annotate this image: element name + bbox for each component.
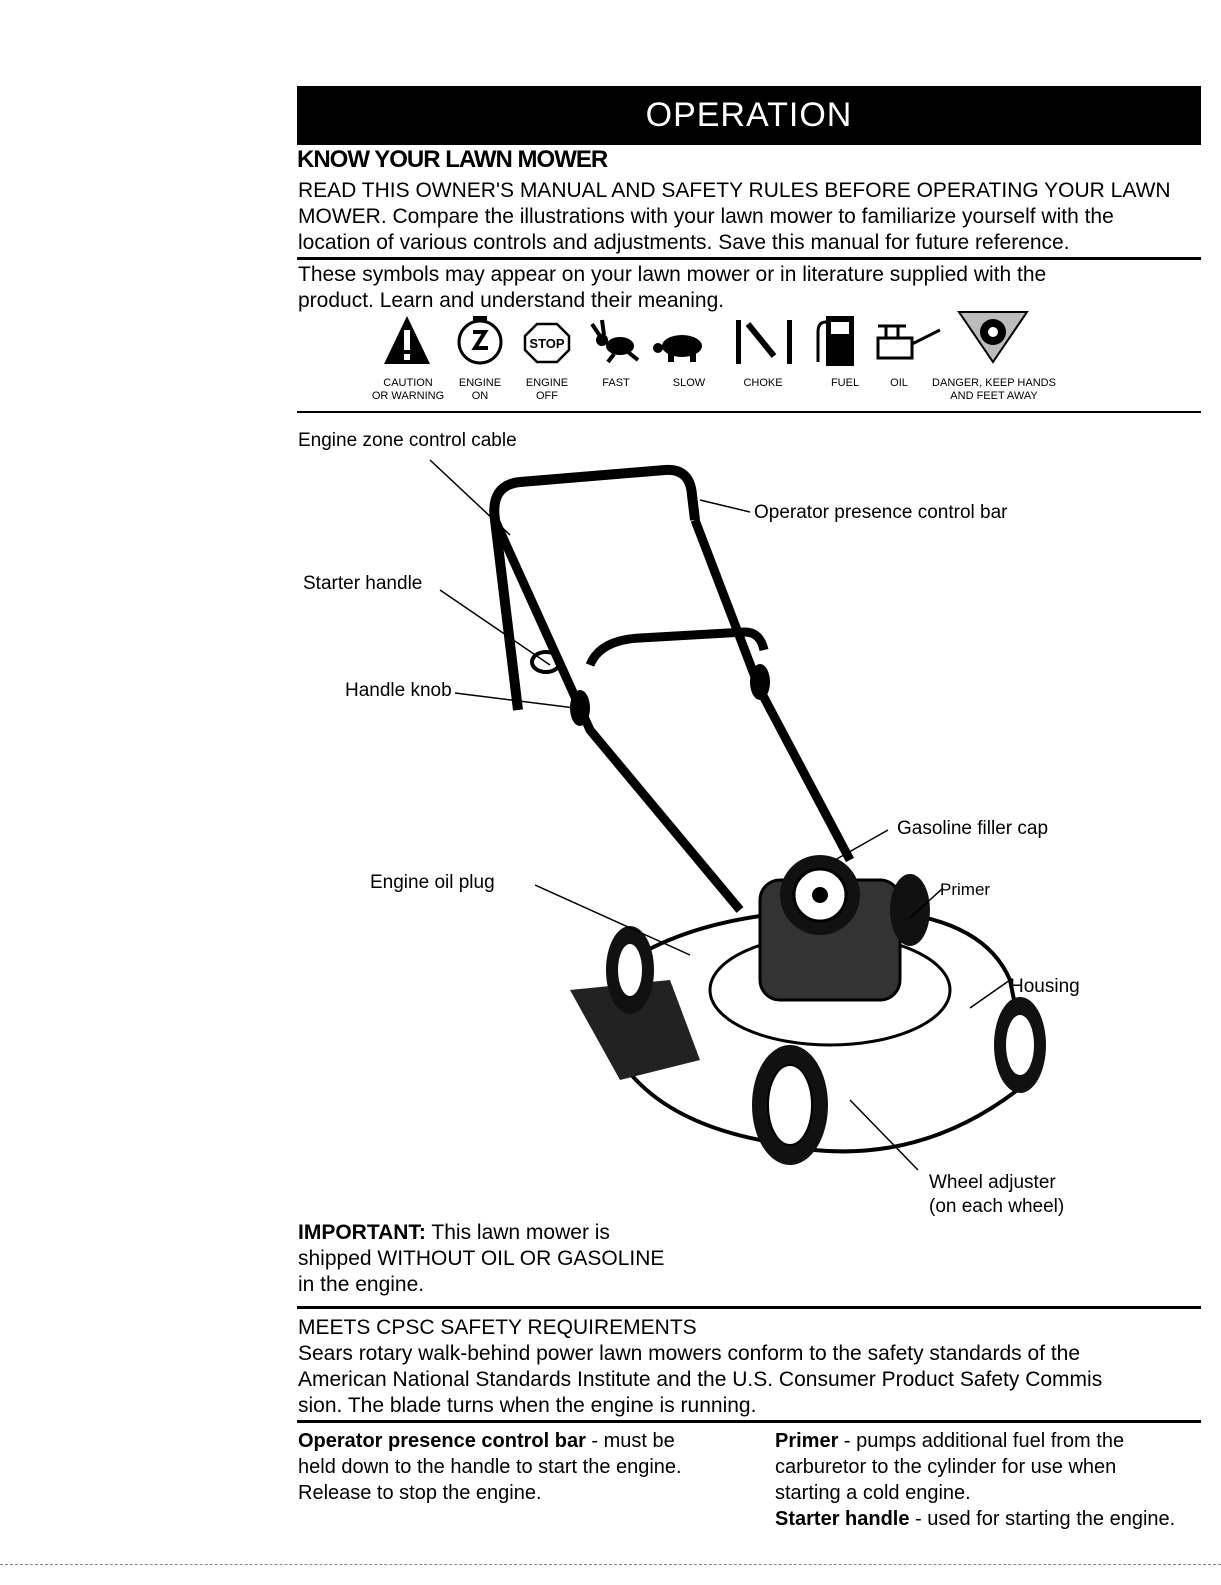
- divider: [297, 1306, 1201, 1309]
- symbols-intro-line-2: product. Learn and understand their mean…: [298, 289, 725, 312]
- oil-can-icon: [876, 324, 941, 360]
- divider: [297, 411, 1201, 413]
- primer-definition: Primer - pumps additional fuel from the …: [775, 1430, 1176, 1530]
- callout-handle-knob: Handle knob: [345, 680, 452, 701]
- intro-line-2: MOWER. Compare the illustrations with yo…: [298, 205, 1114, 228]
- operator-bar-definition: Operator presence control bar - must be …: [298, 1430, 682, 1504]
- callout-primer: Primer: [940, 880, 991, 899]
- callout-engine-zone-cable: Engine zone control cable: [298, 430, 517, 451]
- divider: [297, 257, 1201, 260]
- callout-gas-cap: Gasoline filler cap: [897, 818, 1049, 839]
- symbols-intro-line-1: These symbols may appear on your lawn mo…: [298, 263, 1047, 286]
- symbol-label-choke: CHOKE: [743, 377, 783, 389]
- divider: [297, 1420, 1201, 1423]
- fuel-pump-icon: [816, 316, 854, 366]
- symbol-label-fuel: FUEL: [830, 377, 860, 389]
- callout-starter-handle: Starter handle: [303, 573, 423, 594]
- callout-engine-oil-plug: Engine oil plug: [370, 872, 495, 893]
- slow-turtle-icon: [653, 335, 702, 362]
- stop-text: STOP: [529, 336, 564, 351]
- important-note: IMPORTANT: This lawn mower is shipped WI…: [298, 1221, 665, 1296]
- section-banner: OPERATION: [297, 86, 1201, 145]
- section-heading: KNOW YOUR LAWN MOWER: [297, 146, 608, 173]
- danger-hands-feet-icon: [957, 311, 1029, 364]
- callout-housing: Housing: [1010, 976, 1080, 997]
- symbol-label-fast: FAST: [602, 377, 630, 389]
- page-bottom-edge: [0, 1564, 1221, 1566]
- lawn-mower-illustration: [429, 459, 1046, 1171]
- intro-line-1: READ THIS OWNER'S MANUAL AND SAFETY RULE…: [298, 179, 1171, 202]
- choke-icon: [736, 320, 792, 364]
- callout-wheel-adjuster: Wheel adjuster: [929, 1172, 1056, 1193]
- fast-rabbit-icon: [590, 319, 640, 364]
- symbol-label-oil: OIL: [890, 377, 908, 389]
- engine-off-icon: STOP: [523, 322, 571, 364]
- intro-line-3: location of various controls and adjustm…: [298, 231, 1070, 254]
- caution-warning-icon: [384, 316, 430, 364]
- callout-operator-bar: Operator presence control bar: [754, 502, 1008, 523]
- callout-wheel-adjuster-note: (on each wheel): [929, 1196, 1065, 1217]
- symbol-label-slow: SLOW: [672, 377, 706, 389]
- engine-on-icon: [457, 316, 503, 365]
- cpsc-safety-section: MEETS CPSC SAFETY REQUIREMENTS Sears rot…: [298, 1316, 1103, 1417]
